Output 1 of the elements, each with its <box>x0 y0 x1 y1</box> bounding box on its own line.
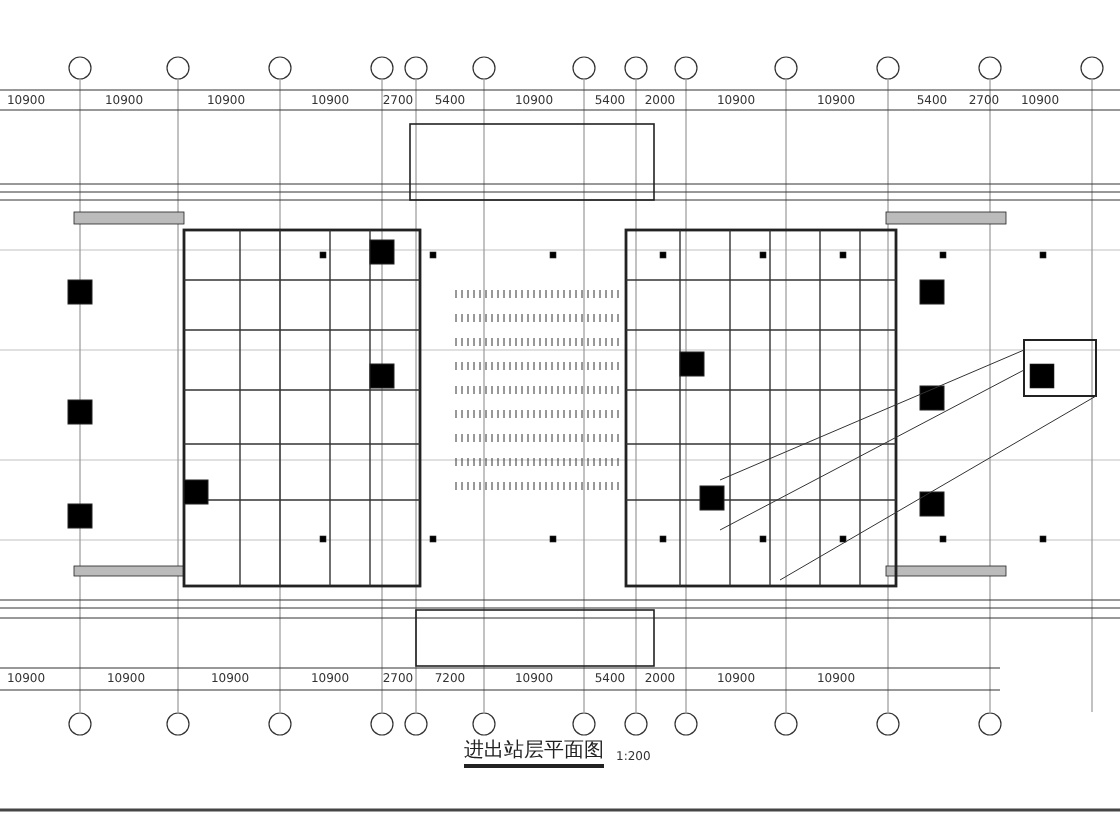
drawing-title: 进出站层平面图 <box>464 740 604 768</box>
